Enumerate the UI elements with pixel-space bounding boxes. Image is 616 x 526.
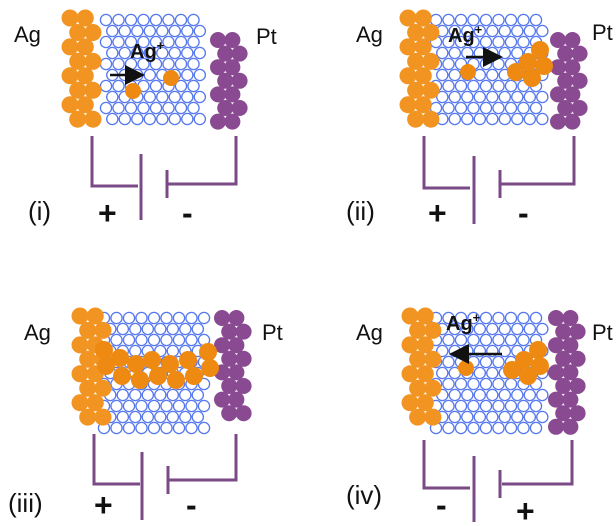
polarity-left: + bbox=[428, 195, 447, 231]
panel-label: (i) bbox=[28, 196, 51, 226]
polarity-right: - bbox=[186, 487, 197, 523]
silver-ion bbox=[460, 64, 476, 80]
silver-ion-label: Ag+ bbox=[130, 38, 165, 63]
platinum-electrode-label: Pt bbox=[592, 320, 613, 345]
panel-label: (iii) bbox=[8, 488, 43, 518]
silver-ion bbox=[125, 83, 141, 99]
panel-label: (iv) bbox=[346, 480, 382, 510]
silver-ion-label: Ag+ bbox=[446, 310, 481, 335]
polarity-left: + bbox=[94, 487, 113, 523]
silver-electrode bbox=[401, 307, 442, 426]
silver-filament-bridge bbox=[95, 341, 219, 389]
silver-electrode-label: Ag bbox=[356, 22, 383, 47]
polarity-right: - bbox=[182, 195, 193, 231]
platinum-electrode bbox=[214, 310, 252, 422]
platinum-electrode-label: Pt bbox=[262, 320, 283, 345]
circuit-wire-left bbox=[422, 136, 470, 190]
polarity-left: + bbox=[98, 195, 117, 231]
platinum-electrode bbox=[550, 32, 588, 130]
silver-electrode-label: Ag bbox=[24, 320, 51, 345]
panel-iv: Ag Pt Ag+ (iv) - + bbox=[346, 307, 613, 526]
polarity-right: - bbox=[518, 195, 529, 231]
silver-ion bbox=[163, 70, 179, 86]
platinum-electrode-label: Pt bbox=[592, 20, 613, 45]
platinum-electrode bbox=[548, 310, 586, 435]
polarity-right: + bbox=[516, 493, 535, 526]
electrolyte-bubbles bbox=[99, 13, 207, 126]
panel-ii: Ag Pt Ag+ (ii) + - bbox=[346, 9, 613, 231]
circuit-wire-right bbox=[168, 434, 238, 482]
silver-electrode bbox=[61, 9, 102, 128]
polarity-left: - bbox=[436, 487, 447, 523]
silver-filament-remnant bbox=[503, 341, 549, 385]
silver-electrode bbox=[399, 9, 440, 128]
panel-label: (ii) bbox=[346, 196, 375, 226]
platinum-electrode bbox=[210, 32, 248, 130]
silver-electrode-label: Ag bbox=[14, 22, 41, 47]
circuit-wire-right bbox=[502, 440, 574, 486]
silver-filament bbox=[507, 41, 553, 87]
silver-ion-label: Ag+ bbox=[448, 22, 483, 47]
circuit-wire-left bbox=[422, 440, 470, 490]
silver-electrode-label: Ag bbox=[356, 320, 383, 345]
circuit-wire-right bbox=[500, 136, 576, 186]
panel-iii: Ag Pt (iii) + - bbox=[8, 307, 283, 523]
panel-i: Ag Pt Ag+ (i) + - bbox=[14, 9, 277, 231]
platinum-electrode-label: Pt bbox=[256, 24, 277, 49]
circuit-wire-left bbox=[92, 434, 140, 486]
circuit-wire-right bbox=[168, 136, 238, 186]
circuit-wire-left bbox=[90, 136, 138, 188]
silver-ion bbox=[458, 360, 474, 376]
